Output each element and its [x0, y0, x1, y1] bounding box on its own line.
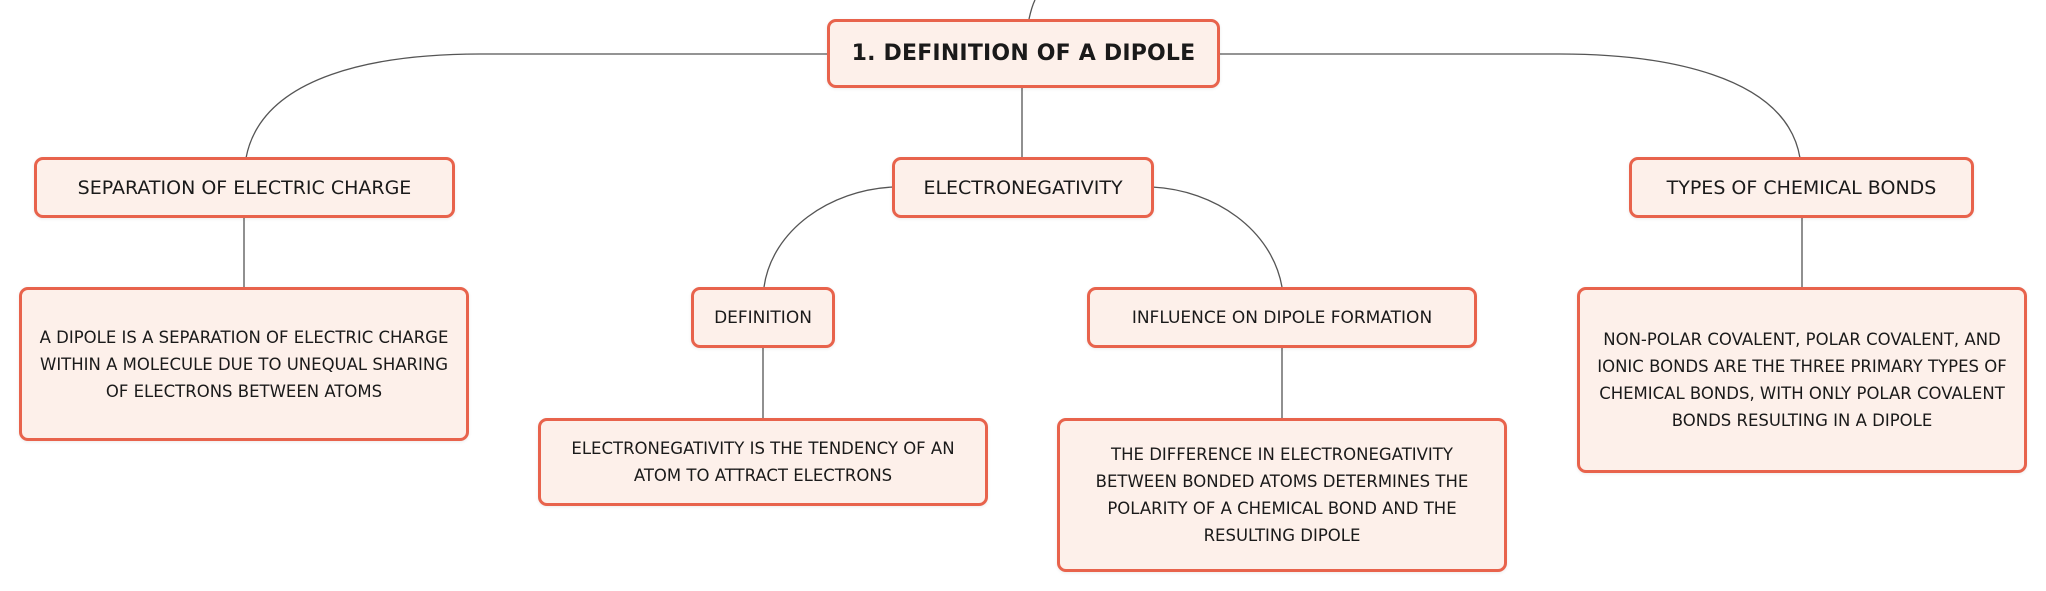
connector-root-bonds	[1219, 53, 1801, 159]
subtopic-label: DEFINITION	[714, 307, 812, 328]
detail-text: NON-POLAR COVALENT, POLAR COVALENT, AND …	[1597, 330, 2007, 430]
topic-electronegativity[interactable]: ELECTRONEGATIVITY	[892, 157, 1154, 218]
subtopic-influence-on-dipole-formation[interactable]: INFLUENCE ON DIPOLE FORMATION	[1087, 287, 1477, 348]
detail-definition[interactable]: ELECTRONEGATIVITY IS THE TENDENCY OF AN …	[538, 418, 988, 506]
topic-label: SEPARATION OF ELECTRIC CHARGE	[77, 176, 412, 199]
subtopic-label: INFLUENCE ON DIPOLE FORMATION	[1131, 307, 1433, 328]
topic-label: TYPES OF CHEMICAL BONDS	[1666, 176, 1937, 199]
root-node-label: 1. DEFINITION OF A DIPOLE	[851, 41, 1196, 66]
root-node[interactable]: 1. DEFINITION OF A DIPOLE	[827, 19, 1220, 88]
connector-to-parent	[1028, 0, 1036, 20]
connector-electronegativity-influence	[1151, 186, 1283, 288]
subtopic-definition[interactable]: DEFINITION	[691, 287, 835, 348]
detail-text: ELECTRONEGATIVITY IS THE TENDENCY OF AN …	[571, 439, 955, 485]
detail-separation-of-electric-charge[interactable]: A DIPOLE IS A SEPARATION OF ELECTRIC CHA…	[19, 287, 469, 441]
detail-text: A DIPOLE IS A SEPARATION OF ELECTRIC CHA…	[39, 327, 449, 401]
detail-types-of-chemical-bonds[interactable]: NON-POLAR COVALENT, POLAR COVALENT, AND …	[1577, 287, 2027, 473]
detail-text: THE DIFFERENCE IN ELECTRONEGATIVITY BETW…	[1095, 445, 1469, 545]
connector-root-separation	[245, 53, 828, 159]
topic-label: ELECTRONEGATIVITY	[923, 176, 1123, 199]
topic-separation-of-electric-charge[interactable]: SEPARATION OF ELECTRIC CHARGE	[34, 157, 455, 218]
connector-electronegativity-definition	[763, 186, 894, 288]
detail-influence-on-dipole-formation[interactable]: THE DIFFERENCE IN ELECTRONEGATIVITY BETW…	[1057, 418, 1507, 572]
topic-types-of-chemical-bonds[interactable]: TYPES OF CHEMICAL BONDS	[1629, 157, 1974, 218]
